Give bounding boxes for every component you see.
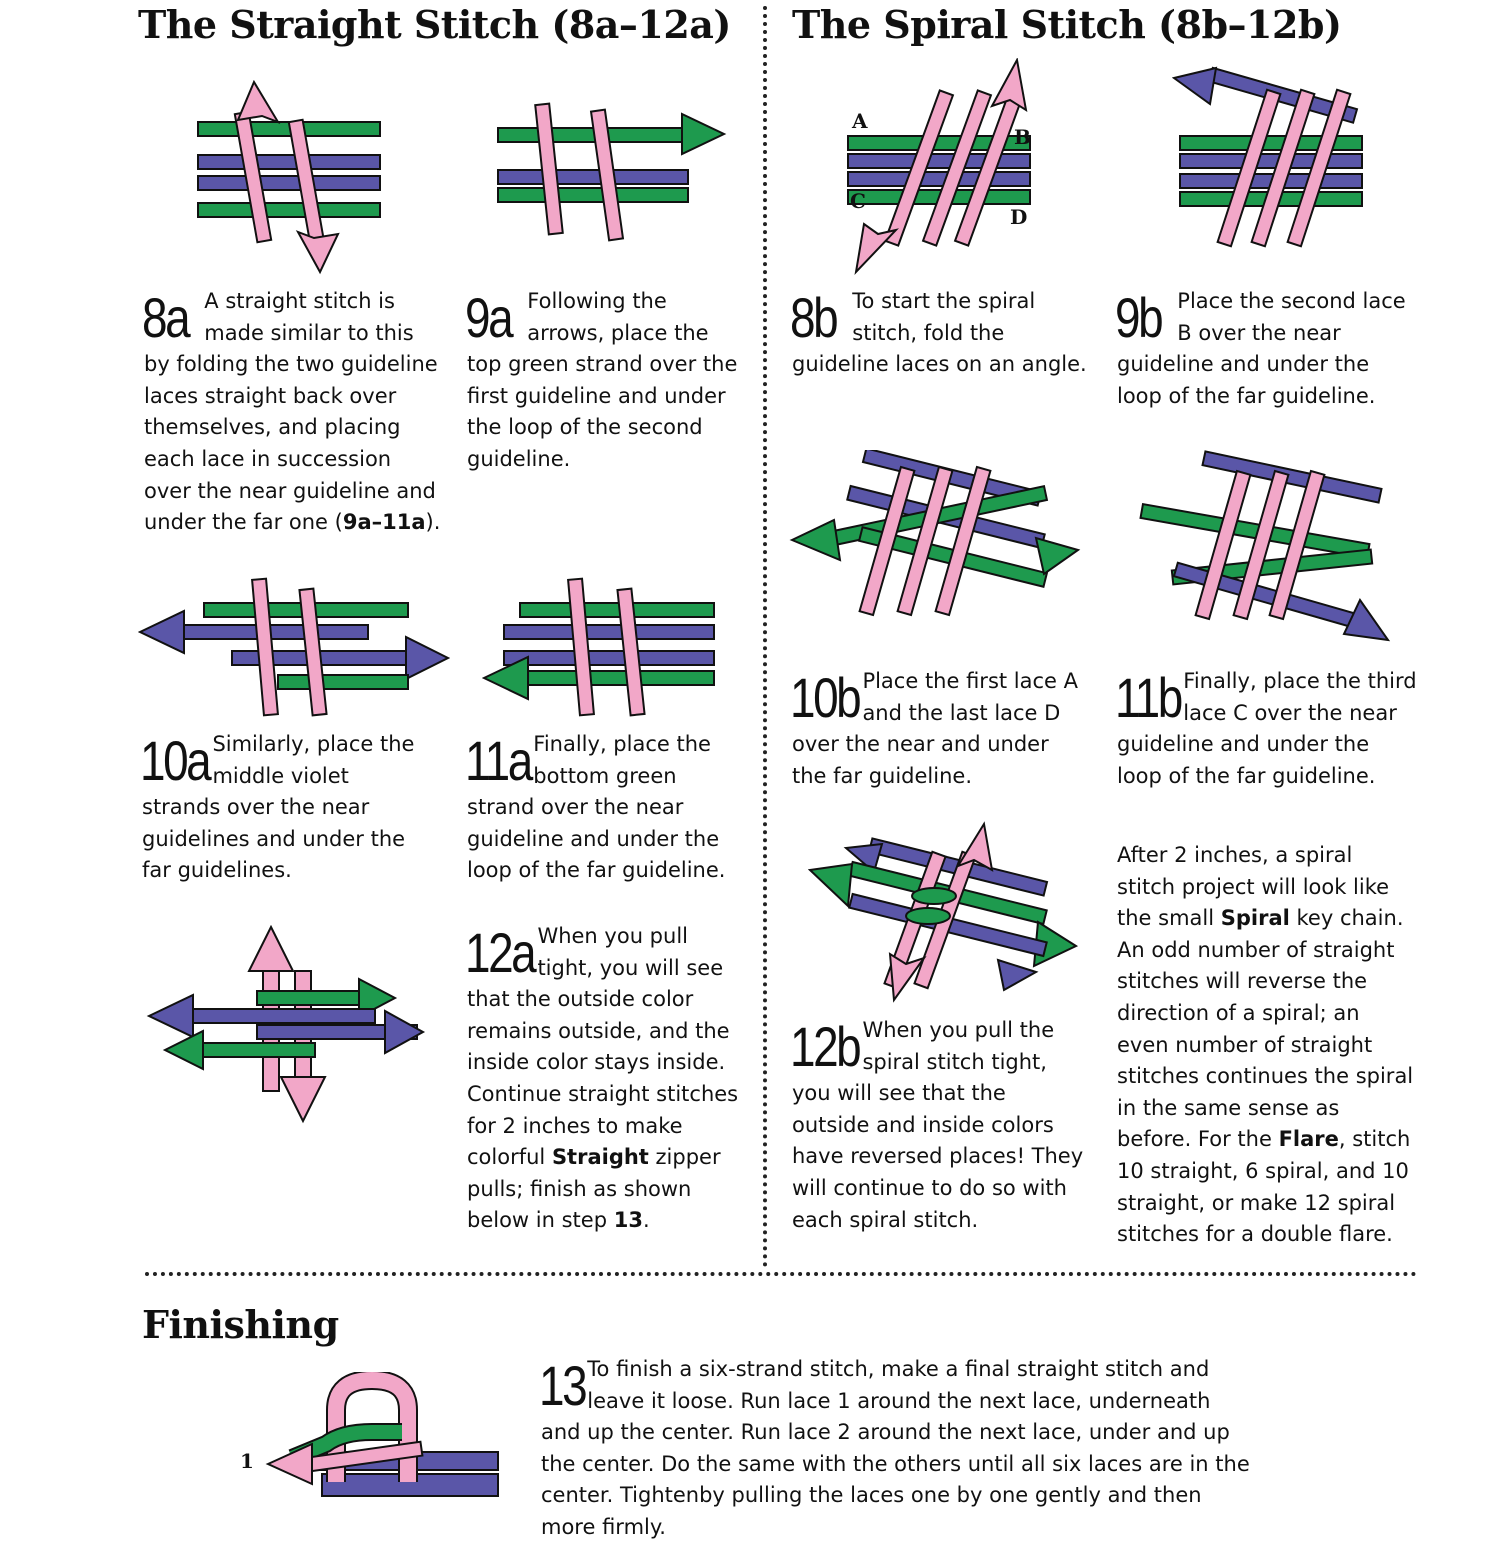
step-number-10b: 10b	[790, 666, 862, 729]
step-8b-text: To start the spiral stitch, fold the gui…	[792, 289, 1087, 377]
figure-12a-diagram	[146, 925, 426, 1124]
step-8a-text: A straight stitch is made similar to thi…	[144, 289, 438, 535]
figure-8a-diagram	[197, 80, 381, 275]
figure-11a-diagram	[482, 577, 715, 717]
figure-9a-diagram	[497, 102, 727, 242]
step-12a-text: When you pull tight, you will see that t…	[467, 924, 739, 1170]
straight-stitch-title: The Straight Stitch (8a–12a)	[138, 2, 731, 47]
step-8a-reference: 9a–11a	[342, 510, 426, 535]
step-number-13: 13	[539, 1354, 588, 1417]
spiral-stitch-title: The Spiral Stitch (8b–12b)	[792, 2, 1342, 47]
step-11a-text: Finally, place the bottom green strand o…	[467, 732, 726, 883]
figure-9b-diagram	[1172, 66, 1363, 248]
step-number-12a: 12a	[465, 921, 537, 984]
step-number-9a: 9a	[465, 286, 514, 349]
finishing-title: Finishing	[142, 1302, 339, 1347]
step-13-reference: 13	[613, 1208, 643, 1233]
lace-label-1: 1	[240, 1449, 254, 1473]
lace-label-d: D	[1010, 205, 1027, 229]
step-9b-text: Place the second lace B over the near gu…	[1117, 289, 1406, 408]
figure-10b-diagram	[789, 450, 1081, 617]
figure-13-diagram: 1	[240, 1372, 499, 1497]
step-number-8b: 8b	[790, 286, 839, 349]
step-9a-text: Following the arrows, place the top gree…	[467, 289, 738, 471]
figure-10a-diagram	[138, 577, 450, 717]
step-10b-text: Place the first lace A and the last lace…	[792, 669, 1079, 788]
lace-label-a: A	[851, 109, 868, 133]
step-number-9b: 9b	[1115, 286, 1164, 349]
flare-name: Flare	[1278, 1127, 1339, 1152]
straight-zipper-name: Straight	[551, 1145, 649, 1170]
spiral-keychain-name: Spiral	[1220, 906, 1290, 931]
step-number-11b: 11b	[1115, 666, 1183, 729]
step-number-8a: 8a	[142, 286, 191, 349]
step-number-11a: 11a	[465, 729, 533, 792]
section-divider	[145, 1272, 1417, 1276]
step-12b-text: When you pull the spiral stitch tight, y…	[792, 1018, 1084, 1232]
spiral-note-text-1: After 2 inches, a spiral stitch project …	[1117, 843, 1390, 931]
spiral-note: After 2 inches, a spiral stitch project …	[1117, 840, 1417, 1251]
step-12a-text-2: zipper pulls; finish as shown below in s…	[467, 1145, 721, 1233]
step-8a-end: ).	[425, 510, 441, 535]
spiral-note-text-2: key chain. An odd number of straight sti…	[1117, 906, 1414, 1152]
column-divider	[763, 6, 767, 1268]
lace-label-b: B	[1014, 125, 1031, 149]
lace-label-c: C	[850, 189, 866, 213]
step-number-12b: 12b	[790, 1015, 862, 1078]
figure-11b-diagram	[1139, 450, 1391, 642]
spiral-note-text-3: , stitch 10 straight, 6 spiral, and 10 s…	[1117, 1127, 1411, 1247]
step-10a-text: Similarly, place the middle violet stran…	[142, 732, 415, 883]
step-11b-text: Finally, place the third lace C over the…	[1117, 669, 1417, 788]
step-13-text: To finish a six-strand stitch, make a fi…	[541, 1357, 1250, 1539]
figure-12b-diagram	[808, 821, 1079, 1003]
figure-8b-diagram: A B C D	[847, 58, 1031, 276]
step-12a-end: .	[642, 1208, 650, 1233]
step-number-10a: 10a	[140, 729, 212, 792]
